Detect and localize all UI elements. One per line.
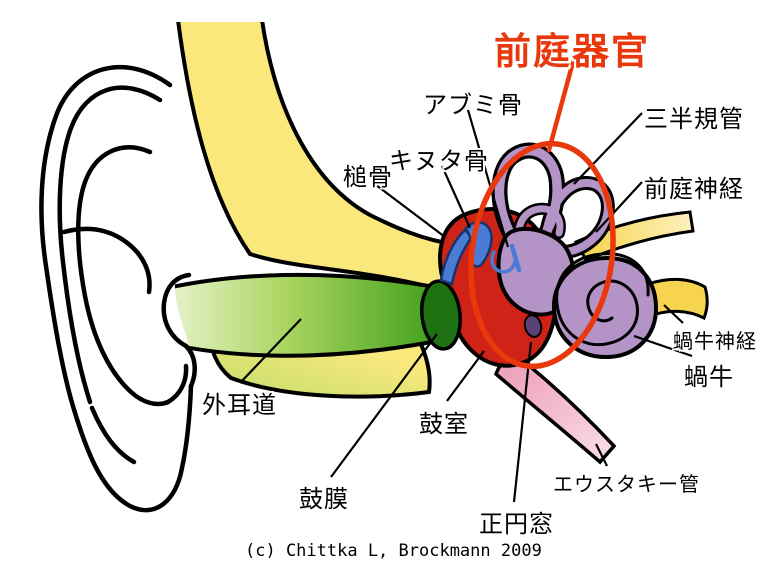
label-ear-canal: 外耳道 <box>202 391 277 419</box>
round-window-shape <box>523 314 543 338</box>
label-eustachian-tube: エウスタキー管 <box>553 472 700 496</box>
pinna-silhouette <box>41 67 192 511</box>
ear-canal-shape <box>140 272 456 358</box>
cochlea-shape <box>551 255 659 360</box>
cochlea-line <box>633 334 693 358</box>
eardrum-line <box>330 333 438 478</box>
label-incus: キヌタ骨 <box>389 147 489 175</box>
eardrum-shape <box>420 279 462 351</box>
pinna-outline <box>39 64 194 513</box>
label-stapes: アブミ骨 <box>423 91 523 119</box>
pinna-tragus <box>161 272 192 349</box>
label-cochlear-nerve: 蝸牛神経 <box>673 329 757 353</box>
vestibular-highlight-line <box>546 59 576 153</box>
label-semicircular-canals: 三半規管 <box>644 105 744 133</box>
copyright-credit: (c) Chittka L, Brockmann 2009 <box>245 541 542 561</box>
pinna-concha-edge <box>165 363 189 405</box>
top-crop-mask <box>0 0 784 22</box>
pinna-crus-fold <box>61 226 152 295</box>
tympanic-cavity-line <box>446 350 485 402</box>
pinna-lobe-fold <box>89 405 137 465</box>
malleus-line <box>371 181 446 238</box>
cochlear-nerve-line <box>663 304 684 324</box>
incus-line <box>440 165 472 229</box>
label-vestibular-nerve: 前庭神経 <box>644 175 744 203</box>
vestibular-highlight-ellipse <box>468 140 616 370</box>
label-tympanic-cavity: 鼓室 <box>419 410 469 438</box>
pinna-helix-fold <box>57 85 163 405</box>
stapes-arch-shape <box>490 250 517 274</box>
label-round-window: 正円窓 <box>479 510 554 538</box>
outer-ear <box>39 64 197 513</box>
stapes-line <box>466 109 510 248</box>
label-cochlea: 蝸牛 <box>684 363 734 391</box>
semicircular-canals-shape <box>491 142 615 259</box>
pinna-tragus-notch <box>183 343 197 389</box>
label-eardrum: 鼓膜 <box>299 485 349 513</box>
cochlea-spiral <box>555 252 650 347</box>
vestibular-nerve-line <box>595 181 643 233</box>
pinna-antihelix-fold <box>75 145 171 407</box>
ear-canal-line <box>239 318 302 384</box>
stapes-footplate-shape <box>509 243 522 273</box>
eustachian-tube-line <box>595 443 608 467</box>
label-malleus: 槌骨 <box>343 163 393 191</box>
vestibular-organ-title: 前庭器官 <box>494 30 650 73</box>
semicircular-canals-line <box>573 112 643 185</box>
